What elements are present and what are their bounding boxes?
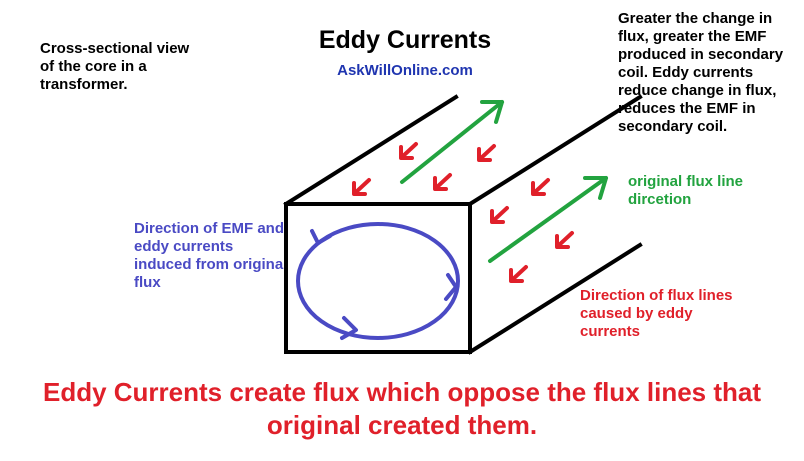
flux-arrow-top-head [480,100,504,124]
eddy-arrow-7 [555,231,574,249]
emf-explanation-note: Greater the change in flux, greater the … [618,10,784,135]
bottom-caption: Eddy Currents create flux which oppose t… [42,377,762,440]
eddy-arrow-5 [531,178,550,196]
eddy-arrow-2 [477,144,496,162]
website-subtitle: AskWillOnline.com [337,62,473,79]
eddy-arrow-6 [490,206,509,224]
eddy-current-circle [296,222,460,340]
eddy-current-loop [296,222,460,340]
flux-arrow-side-head [583,176,608,200]
core-top-right-edge [467,94,643,207]
eddy-arrow-8 [509,265,528,283]
diagram-title: Eddy Currents [318,26,492,54]
eddy-arrow-3 [352,178,371,196]
eddy-arrow-1 [399,142,418,160]
original-flux-label: original flux line dircetion [628,173,744,208]
flux-arrow-side-shaft [488,176,608,263]
flux-arrow-top-shaft [400,100,504,184]
original-flux-arrows [400,100,608,263]
cross-section-note: Cross-sectional view of the core in a tr… [40,40,190,93]
core-top-left-edge [283,94,459,207]
eddy-arrow-4 [433,173,452,191]
eddy-loop-arrowhead-bottom [340,316,358,340]
emf-direction-label: Direction of EMF and eddy currents induc… [134,220,288,291]
eddy-loop-arrowhead-right [444,273,458,301]
eddy-loop-arrowhead-left [310,229,332,245]
core-bottom-right-edge [467,242,643,355]
eddy-flux-label: Direction of flux lines caused by eddy c… [580,287,733,340]
eddy-flux-arrows [352,142,574,283]
core-outline [283,94,643,355]
core-front-face [284,202,472,354]
